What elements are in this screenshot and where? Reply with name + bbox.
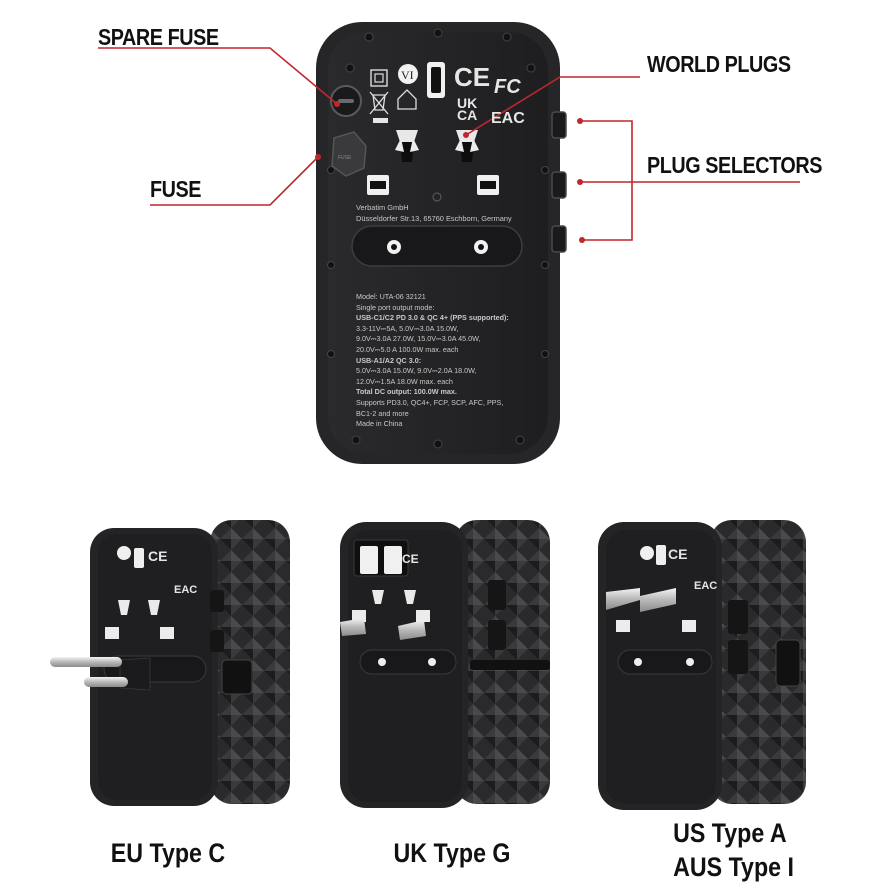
callout-dots <box>315 101 585 243</box>
vi-badge-icon <box>398 64 418 84</box>
vi-badge-text: VI <box>401 68 414 82</box>
socket-left-icon <box>395 130 419 162</box>
callout-fuse: FUSE <box>150 176 202 202</box>
callout-leader-lines <box>98 47 800 241</box>
spec-line: 5.0V⎓3.0A 15.0W, 9.0V⎓2.0A 18.0W, <box>356 366 477 376</box>
spec-line: 3.3-11V⎓5A, 5.0V⎓3.0A 15.0W, <box>356 323 459 333</box>
spec-line: USB-C1/C2 PD 3.0 & QC 4+ (PPS supported)… <box>356 313 509 323</box>
spec-line: Model: UTA-06 32121 <box>356 292 426 301</box>
spec-line: Supports PD3.0, QC4+, FCP, SCP, AFC, PPS… <box>356 397 504 407</box>
weee-bar-icon <box>373 118 388 123</box>
maker-info: Verbatim GmbH Düsseldorfer Str.13, 65760… <box>356 203 512 224</box>
callout-plug-selectors: PLUG SELECTORS <box>647 152 822 178</box>
ukca-mark-bottom: CA <box>457 107 478 123</box>
fcc-mark-icon: FC <box>494 76 521 98</box>
screw-icons <box>327 28 549 449</box>
ce-mark-icon: CE <box>454 62 491 92</box>
callout-spare-fuse: SPARE FUSE <box>98 24 219 50</box>
ce-mark-small-icon: CE <box>668 546 688 562</box>
device-uk-variant <box>340 520 550 808</box>
callout-world-plugs: WORLD PLUGS <box>647 51 791 77</box>
eu-socket-recess <box>351 225 523 267</box>
led-indicator <box>432 192 442 202</box>
spec-line: USB-A1/A2 QC 3.0: <box>356 355 422 365</box>
spec-line: Single port output mode: <box>356 302 435 312</box>
fuse-cap-icon: FUSE <box>331 131 367 177</box>
eac-mark-small-icon: EAC <box>694 580 718 592</box>
ce-mark-small-icon: CE <box>148 548 168 564</box>
ce-mark-small-icon: CE <box>402 552 419 566</box>
spare-fuse-icon <box>330 85 362 117</box>
weee-bin-icon <box>369 91 389 115</box>
main-device: FUSE VI <box>316 22 567 464</box>
caption-us-type-a: US Type A <box>673 818 787 848</box>
spec-label: Model: UTA-06 32121 Single port output m… <box>356 292 526 430</box>
spec-line: 12.0V⎓1.5A 18.0W max. each <box>356 376 453 386</box>
device-eu-variant <box>50 520 290 806</box>
caption-eu-type-c: EU Type C <box>110 838 226 868</box>
spec-line: BC1-2 and more <box>356 408 409 418</box>
maker-name: Verbatim GmbH <box>356 203 409 212</box>
ukca-mark-top: UK <box>457 95 478 111</box>
caption-aus-type-i: AUS Type I <box>673 852 794 882</box>
spec-line: 20.0V⎓5.0 A 100.0W max. each <box>356 344 459 354</box>
spec-line: 9.0V⎓3.0A 27.0W, 15.0V⎓3.0A 45.0W, <box>356 334 481 344</box>
device-us-variant <box>598 520 806 810</box>
svg-text:FUSE: FUSE <box>338 155 352 161</box>
eac-mark-icon: EAC <box>491 110 525 127</box>
plug-selector-sliders[interactable] <box>551 111 567 253</box>
caption-uk-type-g: UK Type G <box>393 838 511 868</box>
maker-address: Düsseldorfer Str.13, 65760 Eschborn, Ger… <box>356 213 512 223</box>
spec-line: Made in China <box>356 419 403 429</box>
eac-mark-small-icon: EAC <box>174 584 198 596</box>
spec-line: Total DC output: 100.0W max. <box>356 387 457 397</box>
double-insulation-icon <box>370 69 388 87</box>
indoor-use-icon <box>397 89 417 110</box>
